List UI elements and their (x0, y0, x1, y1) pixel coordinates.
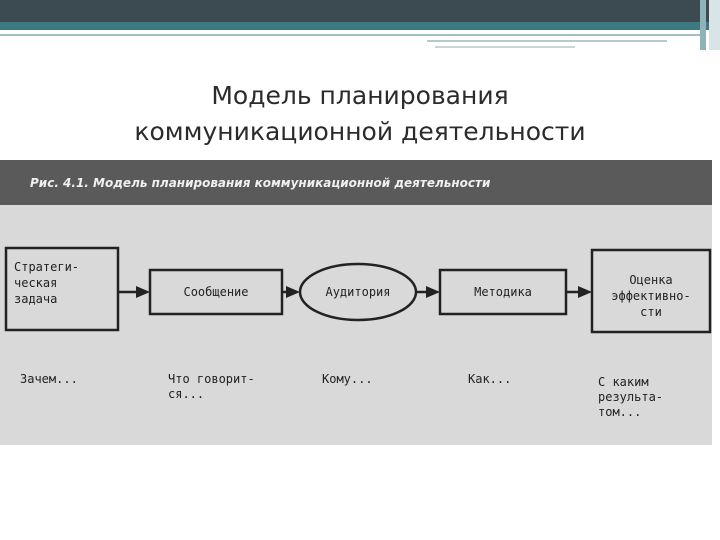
note-result-line-3: том... (598, 405, 642, 419)
node-evaluation-box (590, 248, 712, 334)
scanned-figure: Рис. 4.1. Модель планирования коммуникац… (0, 160, 712, 445)
node-strategic-line-2: ческая (14, 276, 58, 290)
arrow-audience-to-method (416, 286, 440, 298)
note-what-line-1: Что говорит- (168, 372, 255, 386)
arrow-message-to-audience (282, 286, 300, 298)
node-evaluation-line-3: сти (640, 305, 662, 319)
arrow-method-to-evaluation (566, 286, 592, 298)
top-band (0, 0, 720, 22)
note-how-line-1: Как... (468, 372, 512, 386)
node-evaluation-line-1: Оценка (629, 273, 673, 287)
flow-diagram (4, 246, 712, 334)
note-whom-line-1: Кому... (322, 372, 373, 386)
note-why-line-1: Зачем... (20, 372, 78, 386)
slide-title: Модель планирования коммуникационной дея… (40, 78, 680, 150)
decorative-line (427, 40, 667, 42)
top-thin-line (0, 34, 700, 36)
note-what-line-2: ся... (168, 387, 205, 401)
top-accent-line (0, 22, 720, 30)
note-whom: Кому... (322, 372, 373, 387)
node-message-label: Сообщение (158, 284, 274, 300)
node-strategic-label: Стратеги- ческая задача (14, 259, 98, 307)
top-right-bar-light (709, 0, 720, 50)
slide-title-line-2: коммуникационной деятельности (134, 117, 586, 146)
figure-caption: Рис. 4.1. Модель планирования коммуникац… (30, 176, 491, 190)
top-right-bar (700, 0, 706, 50)
note-how: Как... (468, 372, 511, 387)
slide-title-line-1: Модель планирования (211, 81, 509, 110)
node-strategic-box (4, 246, 120, 332)
node-strategic-line-1: Стратеги- (14, 260, 80, 274)
node-method-label: Методика (448, 284, 558, 300)
node-message-line-1: Сообщение (183, 285, 249, 299)
node-audience-label: Аудитория (305, 284, 411, 300)
arrow-strategic-to-message (118, 286, 150, 298)
node-evaluation-line-2: эффективно- (611, 289, 691, 303)
decorative-line-short (435, 46, 575, 48)
node-evaluation-label: Оценка эффективно- сти (596, 272, 706, 320)
node-method-line-1: Методика (474, 285, 532, 299)
note-result-line-1: С каким (598, 375, 649, 389)
note-result: С каким результа- том... (598, 375, 663, 420)
note-result-line-2: результа- (598, 390, 664, 404)
node-audience-line-1: Аудитория (325, 285, 391, 299)
node-strategic-line-3: задача (14, 292, 58, 306)
note-what: Что говорит- ся... (168, 372, 255, 402)
figure-caption-bar: Рис. 4.1. Модель планирования коммуникац… (0, 160, 712, 205)
note-why: Зачем... (20, 372, 78, 387)
